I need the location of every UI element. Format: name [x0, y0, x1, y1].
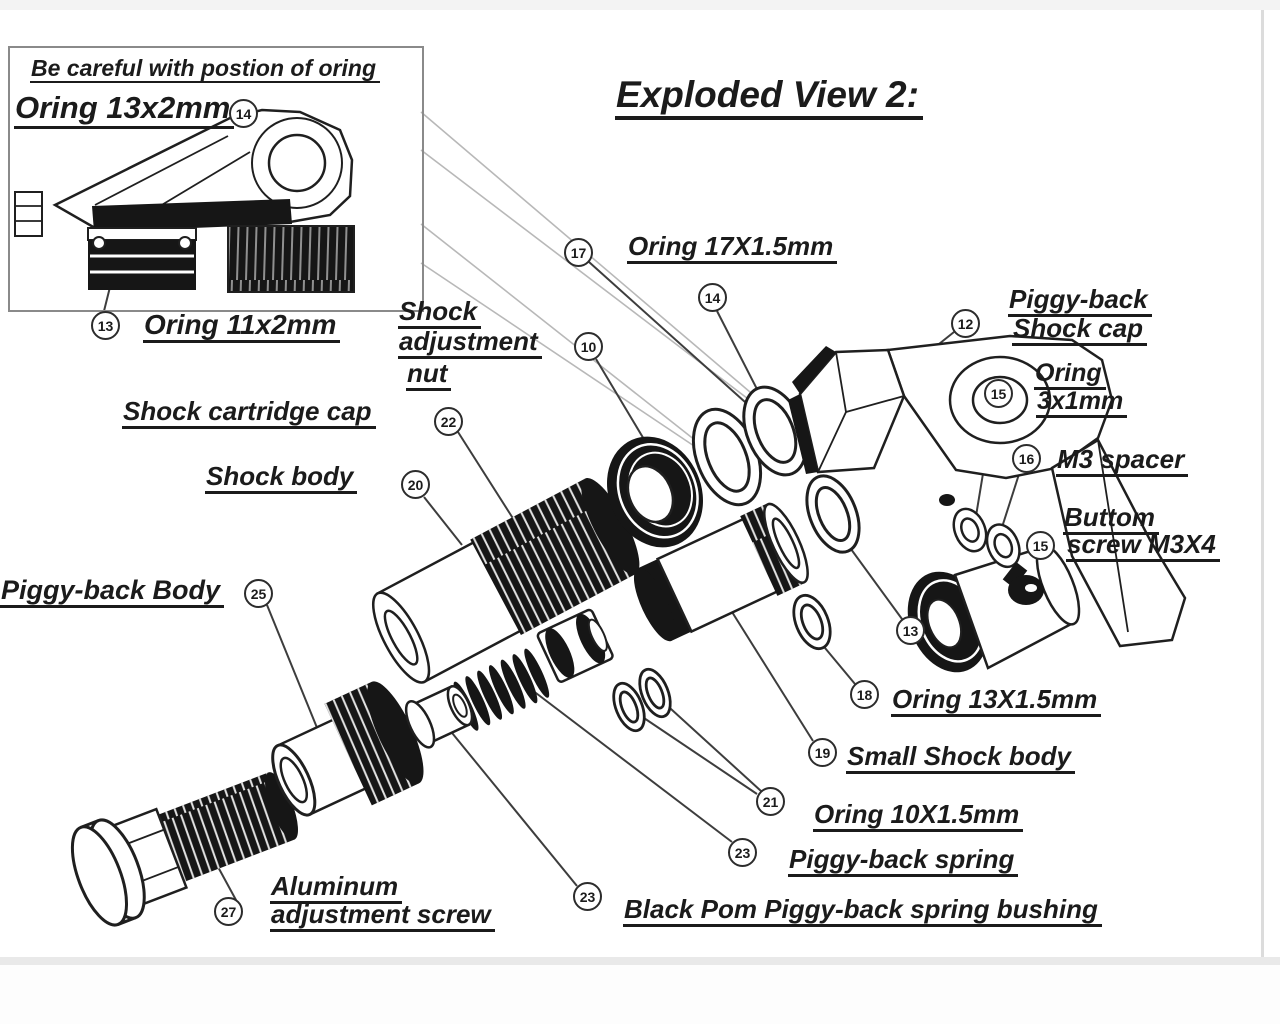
- page-footer-strip: [0, 965, 1280, 1024]
- callout-19: 19: [808, 738, 837, 767]
- shock-body-drawing: [371, 478, 640, 684]
- label-oring-3x1-line1: Oring: [1034, 360, 1106, 391]
- label-oring-11x2: Oring 11x2mm: [143, 310, 341, 344]
- label-piggy-back-spring: Piggy-back spring: [788, 845, 1019, 878]
- buttom-screw-drawing: [1002, 562, 1044, 605]
- spring-bushing-drawing: [404, 685, 474, 749]
- label-shock-body: Shock body: [205, 462, 358, 495]
- label-aluminum-screw-line2: adjustment screw: [270, 900, 495, 933]
- label-small-shock-body: Small Shock body: [846, 742, 1075, 775]
- callout-23-bushing: 23: [573, 882, 602, 911]
- shock-piston-drawing: [536, 608, 614, 683]
- inset-warning-box: [8, 46, 424, 312]
- label-aluminum-screw-line1: Aluminum: [270, 872, 403, 905]
- callout-27: 27: [214, 897, 243, 926]
- label-piggy-back-shock-cap-line2: Shock cap: [1012, 314, 1148, 347]
- aluminum-adjustment-screw-drawing: [70, 772, 298, 927]
- oring-13x15-drawing: [792, 593, 832, 651]
- callout-18: 18: [850, 680, 879, 709]
- page-title: Exploded View 2:: [615, 75, 923, 120]
- oring-17-drawing: [691, 407, 763, 507]
- label-buttom-screw-line2: screw M3X4: [1066, 530, 1220, 563]
- label-black-pom-bushing: Black Pom Piggy-back spring bushing: [623, 895, 1102, 928]
- oring-10x15-pair-drawing: [612, 667, 672, 733]
- callout-25: 25: [244, 579, 273, 608]
- label-oring-3x1-line2: 3x1mm: [1036, 388, 1128, 419]
- leader-lines: [103, 126, 1033, 901]
- label-buttom-screw-line1: Buttom: [1063, 503, 1159, 536]
- label-oring-10x15: Oring 10X1.5mm: [813, 800, 1024, 833]
- inset-cross-section-drawing: [14, 108, 355, 293]
- callout-13: 13: [896, 616, 925, 645]
- piggy-back-body-drawing: [271, 681, 424, 817]
- label-shock-adjustment-line3: nut: [406, 359, 452, 392]
- callout-12: 12: [951, 309, 980, 338]
- oring-3x1-and-m3-spacer-drawing: [952, 507, 1021, 569]
- label-piggy-back-shock-cap-line1: Piggy-back: [1008, 285, 1152, 318]
- inset-note: Be careful with postion of oring: [30, 56, 380, 84]
- callout-14: 14: [698, 283, 727, 312]
- oring-13-drawing: [805, 474, 861, 554]
- callout-15-screw: 15: [1026, 531, 1055, 560]
- label-m3-spacer: M3 spacer: [1056, 445, 1189, 478]
- page-right-border: [1261, 10, 1264, 958]
- callout-13-inset: 13: [91, 311, 120, 340]
- callout-16: 16: [1012, 444, 1041, 473]
- callout-15-oring: 15: [984, 379, 1013, 408]
- label-shock-cartridge-cap: Shock cartridge cap: [122, 397, 376, 430]
- callout-17: 17: [564, 238, 593, 267]
- shock-adjustment-nut-drawing: [607, 436, 703, 548]
- callout-21: 21: [756, 787, 785, 816]
- label-oring-13x15: Oring 13X1.5mm: [891, 685, 1102, 718]
- label-piggy-back-body: Piggy-back Body: [0, 576, 225, 609]
- label-oring-13x2: Oring 13x2mm: [14, 91, 235, 129]
- callout-14-inset: 14: [229, 99, 258, 128]
- label-shock-adjustment-line1: Shock: [398, 297, 482, 330]
- callout-23-spring: 23: [728, 838, 757, 867]
- page-top-strip: [0, 0, 1280, 10]
- label-oring-17x15: Oring 17X1.5mm: [627, 232, 838, 265]
- small-shock-body-drawing: [633, 502, 809, 642]
- callout-22: 22: [434, 407, 463, 436]
- page-bottom-border: [0, 957, 1280, 965]
- callout-20: 20: [401, 470, 430, 499]
- callout-10: 10: [574, 332, 603, 361]
- label-shock-adjustment-line2: adjustment: [398, 327, 542, 360]
